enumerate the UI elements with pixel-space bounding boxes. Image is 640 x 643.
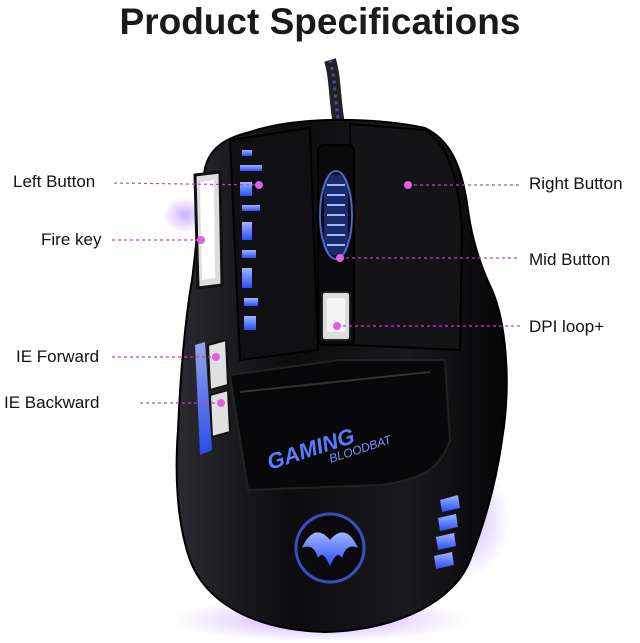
right-led-stripes (434, 495, 460, 569)
left-button (228, 126, 320, 362)
callout-lines (112, 182, 520, 404)
scroll-wheel-ridges (327, 184, 345, 246)
callout-right-button: Right Button (529, 174, 623, 193)
callout-ie-backward: IE Backward (4, 393, 100, 412)
left-led-stripe (240, 150, 262, 330)
ie-backward-button (208, 388, 232, 439)
page-title: Product Specifications (119, 1, 521, 42)
side-led (195, 342, 212, 455)
right-button (348, 122, 464, 352)
callout-mid-button: Mid Button (529, 250, 611, 269)
ie-forward-button (206, 338, 230, 392)
callout-ie-forward: IE Forward (16, 347, 100, 366)
palm-rest (228, 359, 452, 492)
bat-icon (302, 532, 358, 566)
callout-left-button: Left Button (13, 172, 96, 191)
callout-fire-key: Fire key (41, 230, 102, 249)
callout-dots (197, 181, 412, 407)
callout-dpi-loop: DPI loop+ (529, 317, 605, 336)
